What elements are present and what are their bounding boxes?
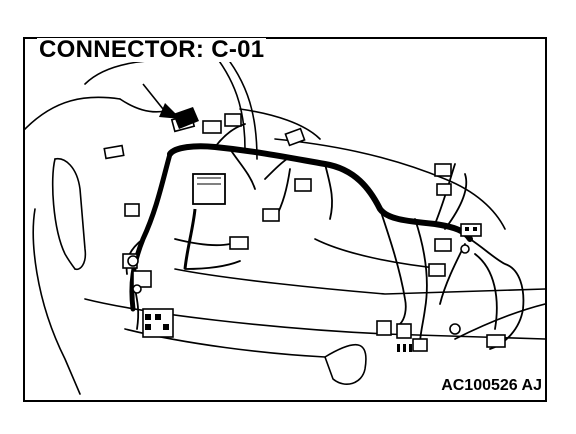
relay-box	[192, 173, 226, 205]
connector-blocks	[103, 113, 506, 352]
connector-details	[145, 227, 477, 352]
harness-branch-down	[183, 208, 197, 270]
connector-c01-highlight	[173, 107, 199, 129]
wiring-harness-illustration	[25, 48, 545, 395]
figure-code: AC100526 AJ	[439, 377, 544, 394]
harness-clips	[127, 244, 470, 335]
dashboard-outline	[25, 48, 545, 395]
diagram-title: CONNECTOR: C-01	[37, 36, 267, 63]
